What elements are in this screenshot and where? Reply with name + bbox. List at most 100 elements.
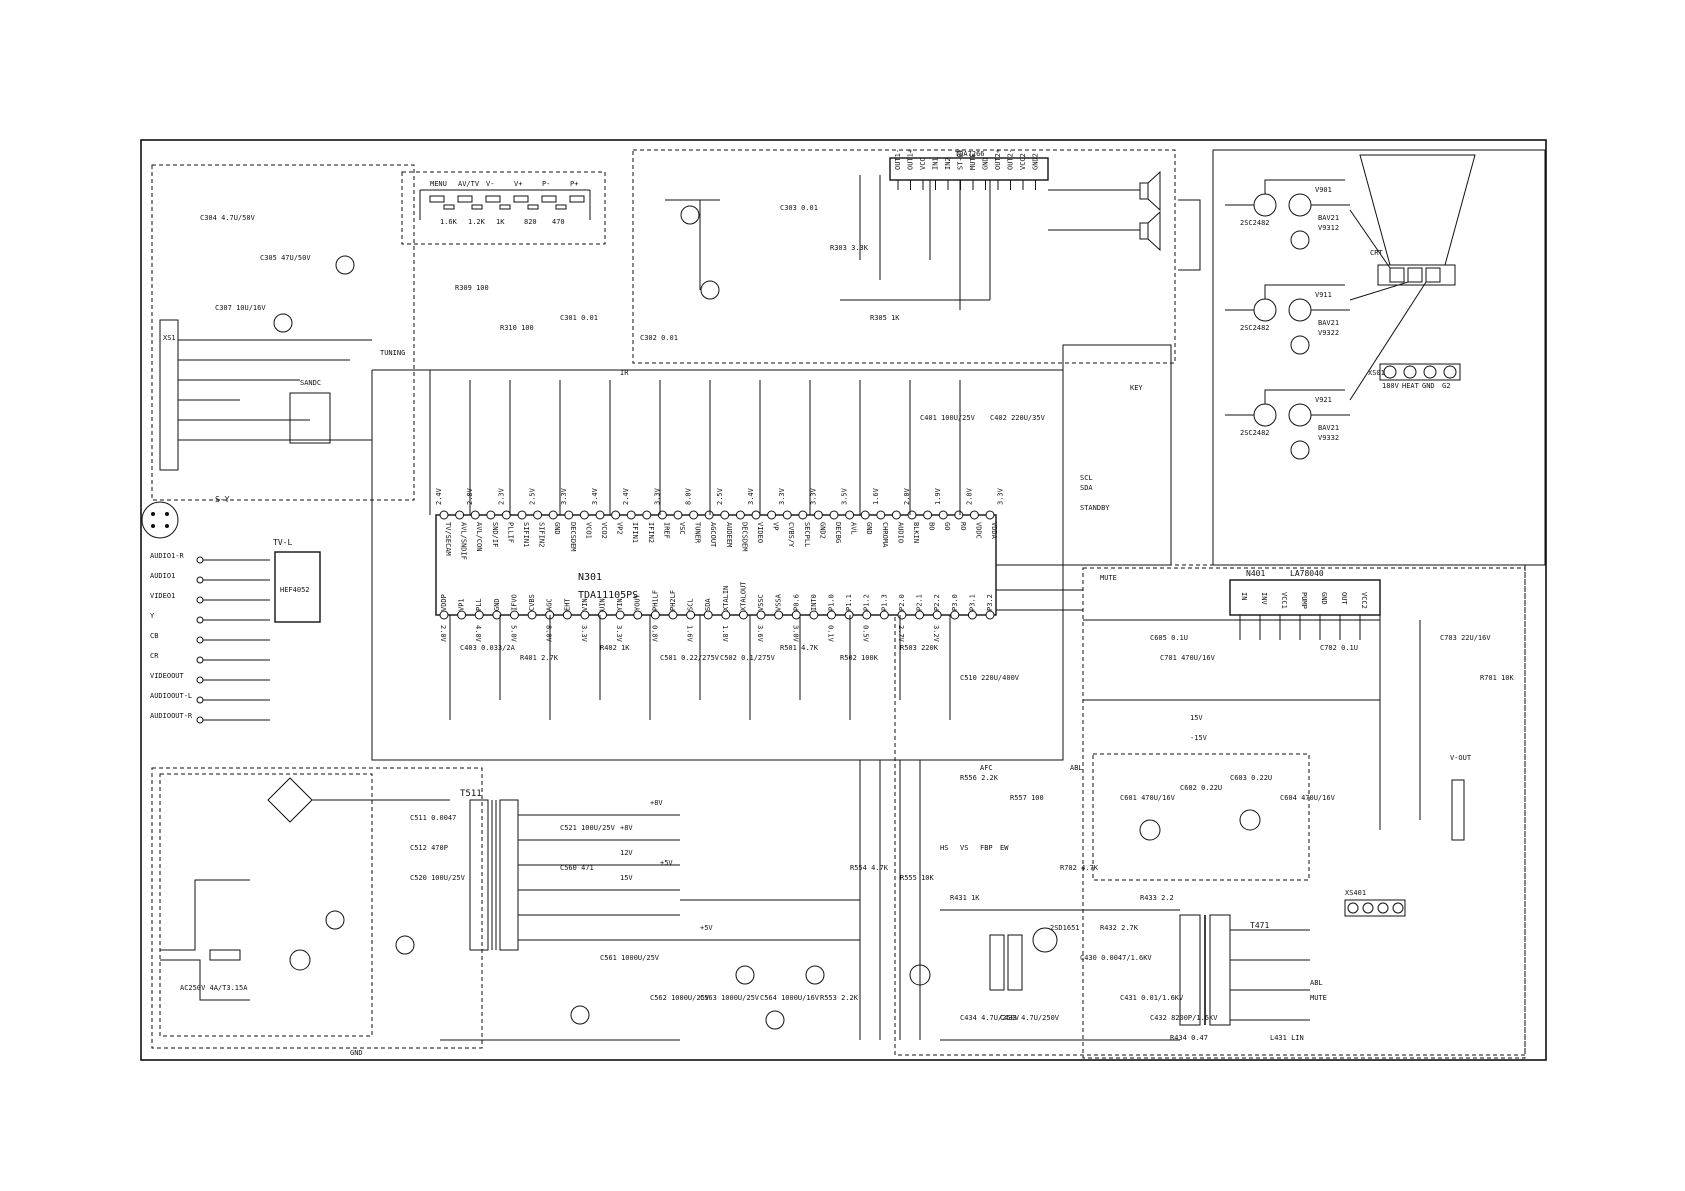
keyboard-resistor [555,204,567,210]
main-ic-bottom-pin [650,610,660,620]
crt-pnp-transistor [1288,298,1312,322]
main-ic-bottom-pin-label: IFVO [510,594,518,611]
input-jack [196,636,204,644]
scart-switch-chip [289,392,331,444]
east-west-block [1092,753,1310,881]
keyboard-key-switch [541,195,557,203]
component-value: R502 100K [840,654,879,662]
input-jack-label: AUDIO1 [150,572,175,580]
main-ic-bottom-pin [439,610,449,620]
component-value: C303 0.01 [780,204,818,212]
net-label: -15V [1190,734,1208,742]
main-ic-bottom-pin-label: P0.6 [792,594,800,611]
switch-ic-part: HEF4052 [280,586,310,594]
main-ic-top-pin [798,510,808,520]
main-ic-bottom-pin-label: P3.1 [968,594,976,611]
main-ic-top-pin [751,510,761,520]
main-ic-bottom-voltage: 3.0V [791,625,799,643]
component-value: R402 1K [600,644,630,652]
main-ic-top-voltage: 3.3V [997,487,1005,505]
main-ic-top-pin-label: BO [928,522,936,530]
main-ic-bottom-pin-label: VP1 [458,598,466,611]
svideo-socket [141,501,179,539]
keyboard-resistor-value: 1.2K [468,218,486,226]
component-value: C433 4.7U/250V [1000,1014,1060,1022]
main-ic-top-pin [969,510,979,520]
main-ic-top-pin-label: VP [772,522,780,530]
main-ic-top-pin-label: GO [943,522,951,530]
crt-connector-pin [1383,365,1397,379]
hv-connector-ref: XS401 [1345,889,1366,897]
input-jack [196,576,204,584]
main-ic-top-pin-label: IFIN1 [631,522,639,543]
crt-connector-body [1379,363,1461,381]
component-value: R431 1K [950,894,980,902]
audio-amp-pin-label: VCC2 [1019,153,1027,170]
main-ic-bottom-pin-label: P3.0 [951,594,959,611]
keyboard-key-label: P- [542,180,550,188]
horizontal-drive-transistor [909,964,931,986]
main-ic-bottom-voltage: 3.3V [580,625,588,643]
main-ic-top-pin [845,510,855,520]
main-ic-top-pin [579,510,589,520]
main-ic-top-pin-label: VSC [678,522,686,535]
main-ic-top-pin-label: DECSDEM [569,522,577,552]
component-value: C305 47U/50V [260,254,311,262]
scart-connector [159,319,179,471]
main-ic-bottom-pin [474,610,484,620]
speaker-right-icon [1139,210,1161,252]
vertical-ic-pin-label: PUMP [1300,592,1308,609]
component-value: C520 100U/25V [410,874,466,882]
flyback-label: T471 [1250,921,1269,930]
main-ic-top-pin-label: GND [553,522,561,535]
net-label: VS [960,844,968,852]
keyboard-resistor-value: 1.6K [440,218,458,226]
regulator-transistor-2 [395,935,415,955]
vertical-ic-pin-label: GND [1320,592,1328,605]
main-ic-bottom-pin-label: YOUT [634,593,642,611]
main-ic-top-pin-label: AGCOUT [709,522,717,548]
main-ic-top-voltage: 3.3V [653,487,661,505]
main-ic-wiring [371,369,1083,1040]
speaker-left-icon [1139,170,1161,212]
main-ic-bottom-pin-label: P2.2 [933,594,941,611]
net-label: 15V [1190,714,1203,722]
main-ic-bottom-pin [844,610,854,620]
main-ic-bottom-pin-label: P3.2 [986,594,994,611]
main-ic-top-pin [985,510,995,520]
main-ic-bottom-voltage: 3.3V [615,625,623,643]
main-ic-bottom-pin [668,610,678,620]
component-value: C432 8200P/1.6KV [1150,1014,1218,1022]
component-value: R305 1K [870,314,900,322]
main-ic-top-pin-label: VCO1 [584,522,592,539]
main-ic-bottom-voltage: 1.6V [686,625,694,643]
main-ic-bottom-pin [562,610,572,620]
main-ic-bottom-pin-label: VIN [581,598,589,611]
input-jack [196,676,204,684]
component-value: R555 10K [900,874,935,882]
crt-connector-ref: XS01 [1368,369,1385,377]
keyboard-resistor-value: 470 [552,218,565,226]
hv-connector-pin [1377,902,1389,914]
crt-output-transistor [1290,230,1310,250]
component-value: R432 2.7K [1100,924,1139,932]
component-value: R433 2.2 [1140,894,1174,902]
component-value: C501 0.22/275V [660,654,720,662]
crt-npn-transistor [1253,403,1277,427]
component-value: R309 100 [455,284,489,292]
keyboard-resistor [499,204,511,210]
component-value: C703 22U/16V [1440,634,1491,642]
net-label: GND [350,1049,363,1057]
main-ic-top-voltage: 3.3V [809,487,817,505]
keyboard-key-switch [569,195,585,203]
crt-board: V9012SC2482BAV21V9312V9112SC2482BAV21V93… [1178,154,1476,460]
power-transformer: T511 [460,789,519,951]
main-ic-top-pin-label: BLKIN [912,522,920,543]
main-ic-bottom-pin-label: UIN [599,598,607,611]
pwm-transistor [289,949,311,971]
input-jack [196,616,204,624]
net-label: EW [1000,844,1009,852]
